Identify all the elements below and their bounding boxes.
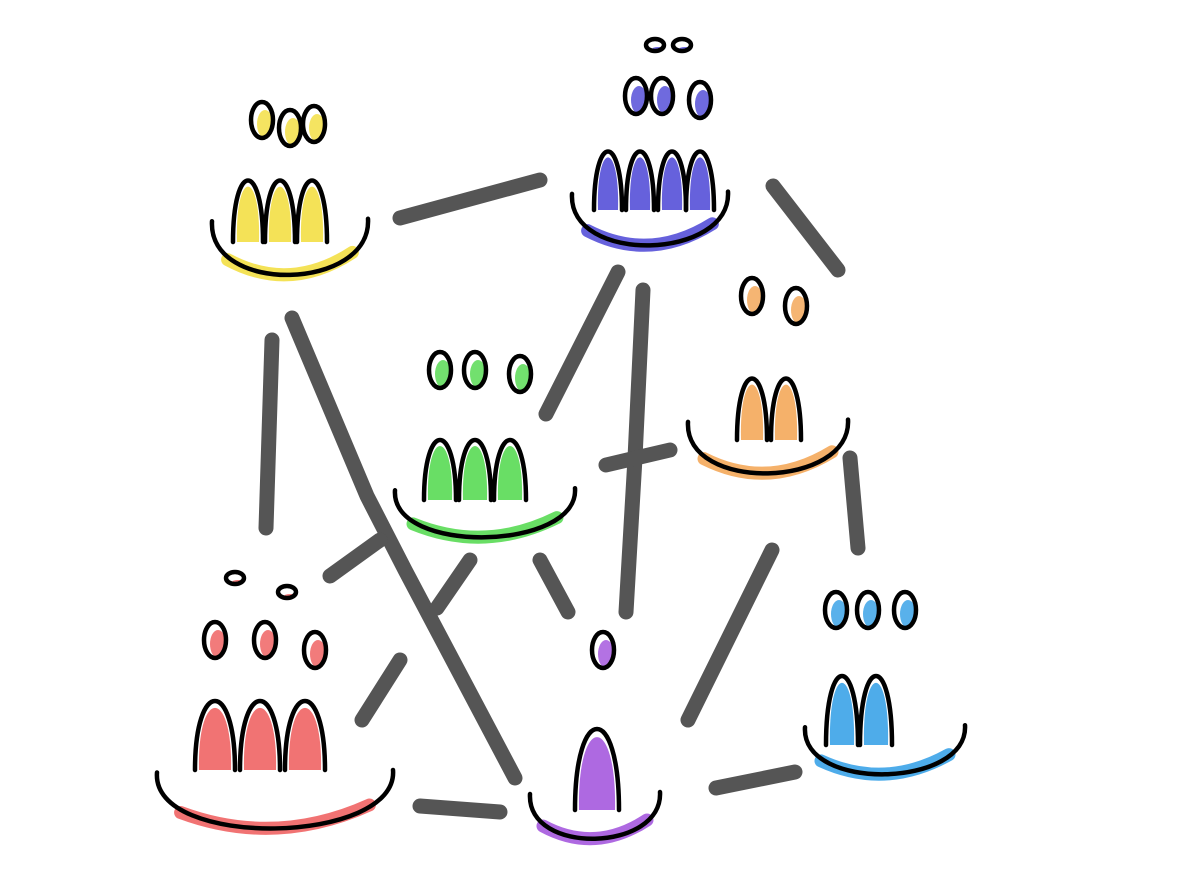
member-head — [738, 275, 766, 317]
member-head — [670, 36, 694, 54]
member-head — [891, 589, 919, 631]
member-body-outline — [591, 149, 625, 213]
member-head — [251, 619, 279, 661]
edge-green-purple — [532, 552, 576, 620]
member-body-tint — [689, 157, 711, 210]
nodes-layer — [154, 36, 968, 846]
member-body-outline — [294, 178, 330, 245]
member-head — [300, 103, 328, 145]
edges-layer — [258, 172, 866, 820]
member-body-tint — [462, 446, 488, 500]
member-body-tint — [629, 157, 651, 210]
member-body-outline — [230, 178, 266, 245]
edge-red-purple — [412, 798, 508, 820]
member-body-outline — [734, 376, 770, 443]
edge-orange-cyan — [842, 450, 866, 556]
edge-green-orange — [598, 442, 678, 473]
member-body-outline — [857, 674, 895, 748]
member-body-tint — [236, 186, 260, 242]
member-head — [622, 75, 650, 117]
member-body-tint — [243, 707, 277, 770]
group-node-orange — [685, 275, 851, 480]
group-node-purple — [527, 629, 663, 846]
member-body-tint — [829, 682, 855, 745]
group-base-outline — [569, 189, 731, 248]
member-body-outline — [623, 149, 657, 213]
edge-green-red-segment — [429, 552, 478, 616]
member-body-outline — [683, 149, 717, 213]
member-head — [589, 629, 617, 671]
member-body-outline — [421, 437, 459, 503]
group-base-outline — [392, 485, 578, 540]
member-head — [461, 349, 489, 391]
member-body-tint — [774, 384, 798, 440]
member-body-tint — [268, 186, 292, 242]
group-node-blue — [569, 36, 731, 252]
member-body-tint — [497, 446, 523, 500]
member-head — [782, 285, 810, 327]
edge-green-red — [322, 532, 388, 584]
member-body-outline — [456, 437, 494, 503]
member-body-tint — [661, 157, 683, 210]
group-base-outline — [802, 722, 968, 777]
group-node-red — [154, 569, 396, 835]
group-base-outline — [527, 789, 663, 841]
edge-blue-green — [538, 264, 626, 422]
member-body-tint — [427, 446, 453, 500]
member-head — [506, 353, 534, 395]
group-base-outline — [209, 216, 371, 278]
member-body-outline — [491, 437, 529, 503]
group-base-tint — [174, 798, 376, 835]
member-head — [201, 619, 229, 661]
edge-green-red-segment — [354, 652, 408, 728]
edge-yellow-purple — [284, 310, 523, 786]
member-head — [686, 79, 714, 121]
member-body-tint — [198, 707, 232, 770]
member-body-outline — [282, 699, 328, 773]
member-head — [648, 75, 676, 117]
group-node-green — [392, 349, 578, 544]
edge-purple-cyan — [708, 764, 803, 796]
group-node-cyan — [802, 589, 968, 781]
member-body-tint — [597, 157, 619, 210]
member-head — [275, 583, 299, 601]
member-head — [301, 629, 329, 671]
member-head — [854, 589, 882, 631]
member-body-tint — [300, 186, 324, 242]
member-body-outline — [262, 178, 298, 245]
edge-orange-purple — [680, 542, 780, 728]
edge-yellow-blue — [392, 172, 548, 226]
member-body-tint — [288, 707, 322, 770]
member-body-tint — [863, 682, 889, 745]
member-body-outline — [192, 699, 238, 773]
member-head — [426, 349, 454, 391]
member-body-outline — [823, 674, 861, 748]
group-base-outline — [685, 417, 851, 476]
member-body-outline — [572, 727, 622, 813]
member-body-outline — [768, 376, 804, 443]
member-body-tint — [578, 737, 616, 810]
member-head — [248, 99, 276, 141]
group-node-yellow — [209, 99, 371, 282]
edge-blue-orange — [765, 178, 846, 278]
group-base-outline — [154, 767, 396, 831]
member-head — [643, 36, 667, 54]
member-head — [223, 569, 247, 587]
member-body-tint — [740, 384, 764, 440]
member-body-outline — [237, 699, 283, 773]
edge-yellow-red — [258, 332, 280, 536]
member-head — [822, 589, 850, 631]
